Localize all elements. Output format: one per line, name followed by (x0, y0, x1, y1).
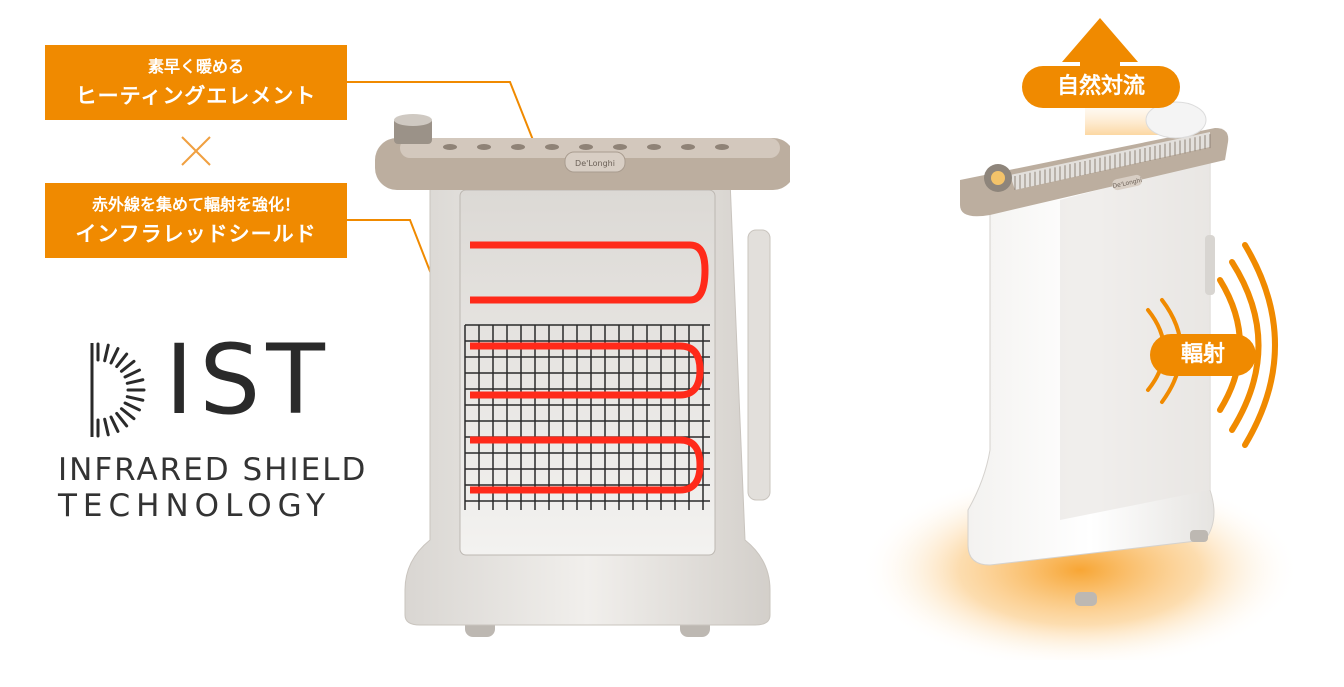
radiation-badge: 輻射 (1150, 334, 1256, 376)
heater-front-illustration: De'Longhi (375, 114, 790, 637)
infrared-shield-line1: 赤外線を集めて輻射を強化！ (91, 195, 300, 214)
cross-icon (181, 136, 211, 166)
infrared-shield-line2: インフラレッドシールド (75, 221, 317, 246)
heating-element-line2: ヒーティングエレメント (75, 83, 317, 108)
heating-element-line1: 素早く暖める (147, 57, 244, 76)
infrared-shield-label: 赤外線を集めて輻射を強化！ インフラレッドシールド (45, 183, 347, 258)
ist-logo-mark (90, 342, 146, 438)
natural-convection-badge: 自然対流 (1022, 66, 1180, 108)
front-brand-plate: De'Longhi (575, 159, 615, 168)
ist-tagline-line1: INFRARED SHIELD (58, 452, 368, 488)
heating-element-label: 素早く暖める ヒーティングエレメント (45, 45, 347, 120)
ist-tagline-line2: TECHNOLOGY (58, 488, 332, 524)
ist-letters: IST (165, 324, 331, 436)
